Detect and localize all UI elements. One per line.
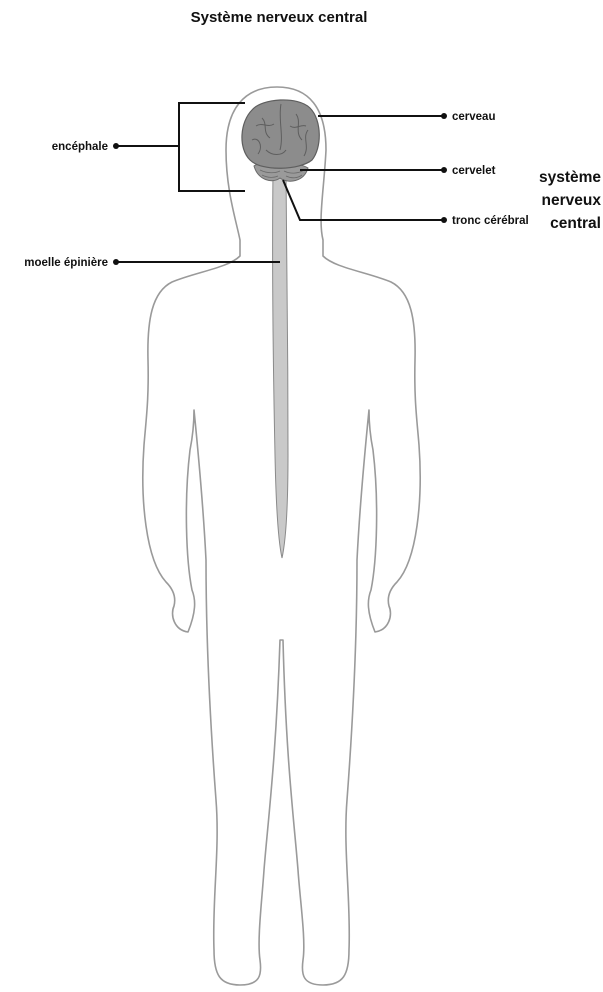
label-moelle-epiniere: moelle épinière [24, 257, 108, 269]
encephale-dot [113, 143, 119, 149]
brain [242, 100, 319, 168]
system-label-line-2: nerveux [542, 192, 602, 209]
label-encephale: encéphale [52, 141, 108, 153]
diagram-title: Système nerveux central [191, 9, 368, 26]
label-cerveau: cerveau [452, 111, 495, 123]
label-tronc-cerebral: tronc cérébral [452, 215, 529, 227]
tronc-dot [441, 217, 447, 223]
cervelet-dot [441, 167, 447, 173]
label-cervelet: cervelet [452, 165, 496, 177]
system-label-line-1: système [539, 169, 601, 186]
system-label-line-3: central [550, 215, 601, 232]
cerveau-dot [441, 113, 447, 119]
moelle-dot [113, 259, 119, 265]
